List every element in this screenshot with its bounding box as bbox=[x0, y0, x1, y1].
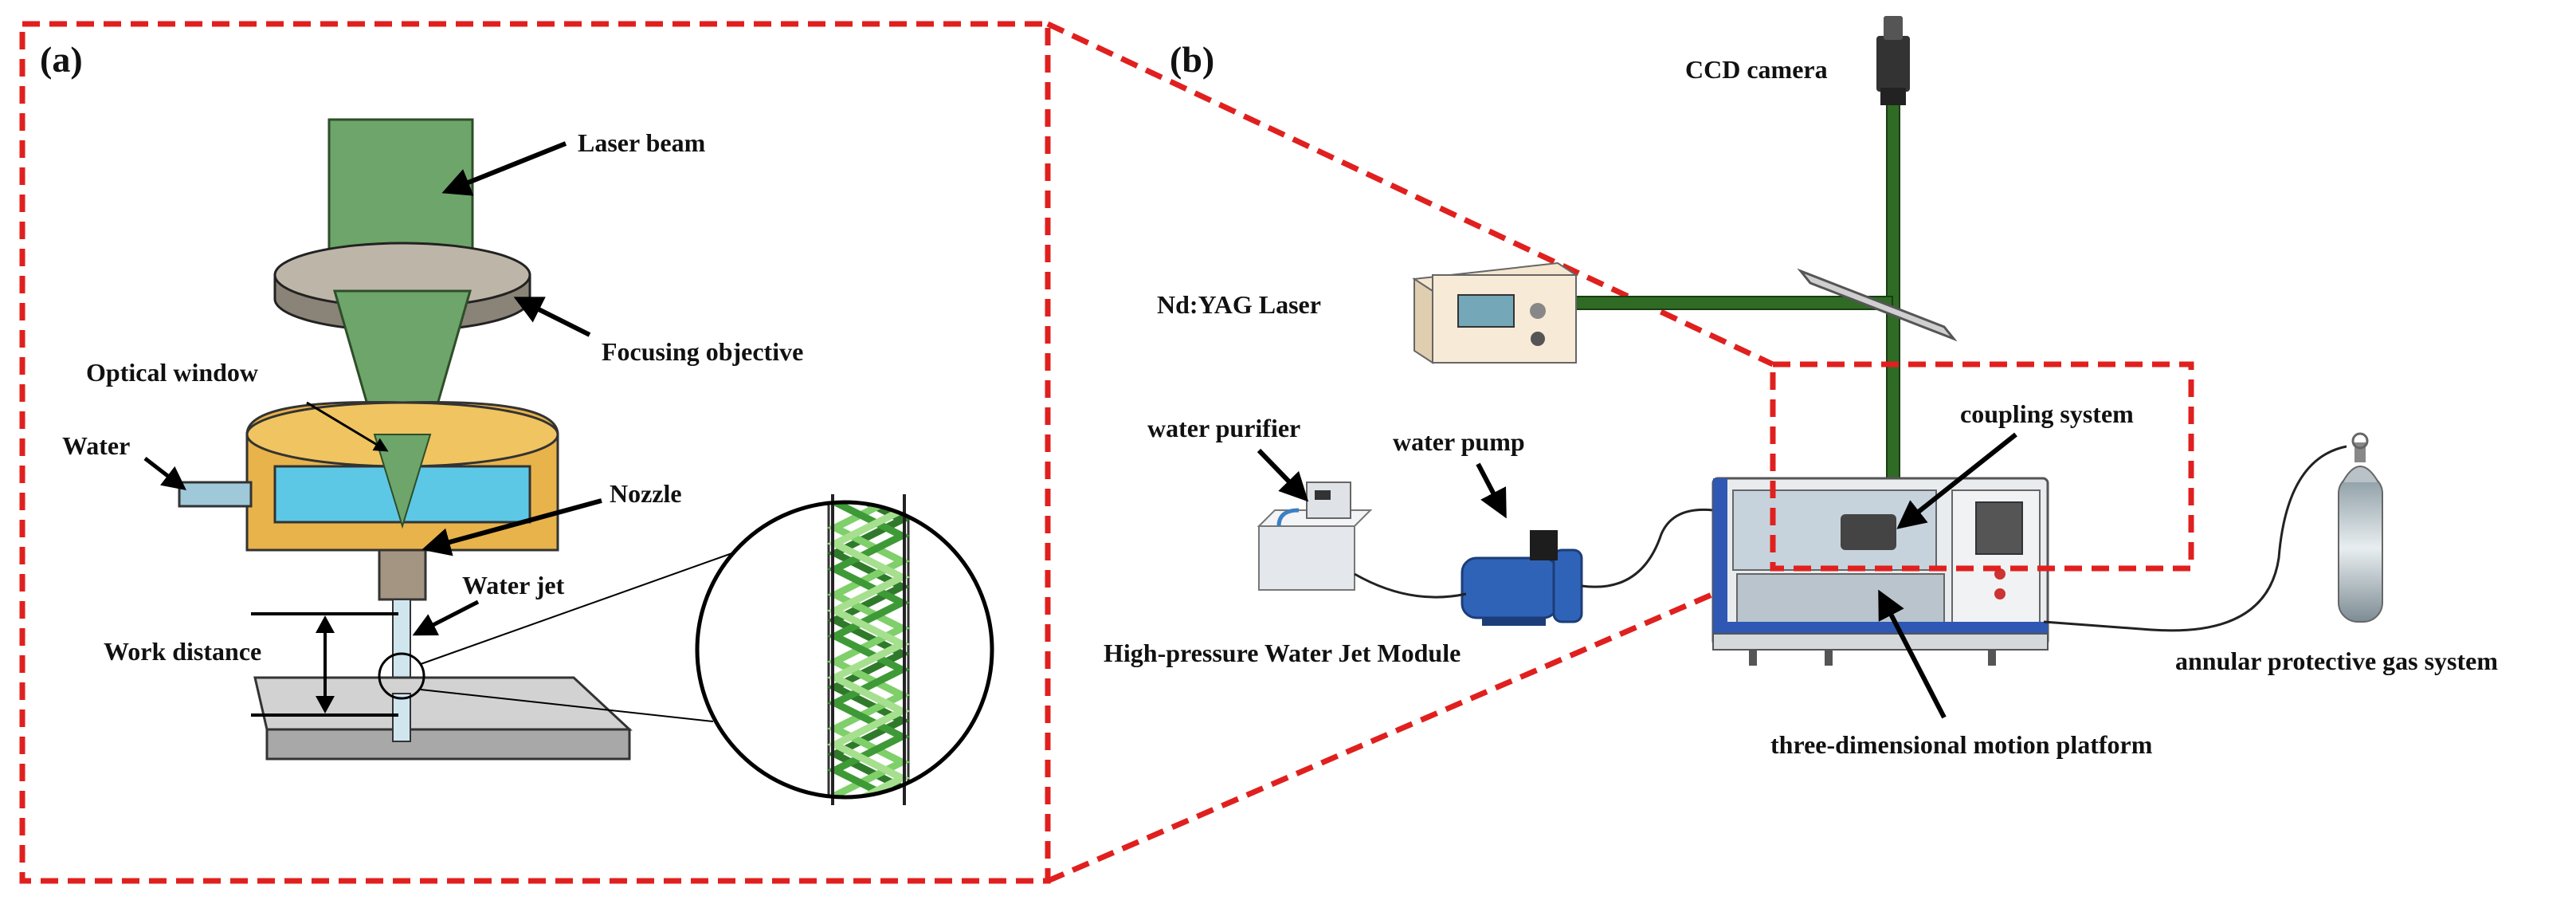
hose-purifier-to-pump bbox=[1354, 572, 1467, 599]
total-internal-reflection-rays bbox=[826, 502, 911, 797]
gas-hose bbox=[2043, 445, 2347, 632]
hose-pump-to-platform bbox=[1581, 508, 1714, 588]
arrow-motion-platform bbox=[1878, 589, 1947, 719]
arrow-water-purifier bbox=[1257, 448, 1309, 502]
gas-cylinder bbox=[2338, 432, 2383, 623]
reflection-ray bbox=[826, 502, 911, 797]
work-distance-dimension bbox=[251, 612, 398, 717]
panel-b-tag: (b) bbox=[1170, 39, 1214, 80]
label-ccd-camera: CCD camera bbox=[1685, 55, 1828, 84]
arrow-optical-window bbox=[306, 401, 389, 452]
label-water-purifier: water purifier bbox=[1147, 414, 1300, 442]
label-nd-yag-laser: Nd:YAG Laser bbox=[1157, 290, 1321, 319]
arrow-coupling-system bbox=[1896, 432, 2017, 529]
panel-a: (a) bbox=[19, 21, 1051, 884]
label-laser-beam: Laser beam bbox=[578, 128, 706, 157]
label-water-jet-module: High-pressure Water Jet Module bbox=[1104, 639, 1461, 667]
water-pump bbox=[1461, 530, 1583, 626]
horizontal-beam-path bbox=[1565, 296, 1893, 310]
panel-a-dashed-frame bbox=[19, 21, 1051, 884]
arrow-focusing-objective bbox=[513, 297, 591, 337]
water-inlet-pipe bbox=[178, 481, 253, 508]
label-water-pump: water pump bbox=[1393, 427, 1525, 456]
arrow-water bbox=[143, 457, 186, 491]
magnifier-line-upper bbox=[420, 549, 742, 665]
nozzle bbox=[378, 548, 427, 601]
arrow-nozzle bbox=[421, 498, 602, 556]
nd-yag-laser bbox=[1412, 261, 1578, 364]
panel-b: (b) CCD camera Nd:YAG Laser bbox=[1104, 16, 2498, 759]
arrow-laser-beam bbox=[441, 141, 567, 196]
label-optical-window: Optical window bbox=[86, 358, 258, 387]
zoom-connector-bottom bbox=[1046, 565, 1774, 884]
magnifier-circle bbox=[378, 652, 425, 700]
panel-a-tag: (a) bbox=[40, 39, 83, 80]
arrow-water-jet bbox=[412, 599, 480, 636]
label-water: Water bbox=[62, 431, 130, 460]
water-jet-lower bbox=[392, 693, 411, 742]
label-gas-system: annular protective gas system bbox=[2175, 647, 2498, 675]
coupling-system-dashed-box bbox=[1770, 361, 2194, 572]
reflection-ray bbox=[826, 502, 911, 797]
label-nozzle: Nozzle bbox=[610, 479, 682, 508]
vertical-beam-path bbox=[1886, 99, 1900, 483]
reflection-ray bbox=[826, 502, 911, 792]
label-water-jet: Water jet bbox=[462, 571, 565, 599]
laser-cone-in-chamber bbox=[373, 434, 432, 529]
arrow-water-pump bbox=[1476, 462, 1507, 519]
water-purifier bbox=[1257, 482, 1373, 591]
workpiece bbox=[253, 676, 633, 761]
ccd-camera bbox=[1876, 16, 1910, 105]
label-motion-platform: three-dimensional motion platform bbox=[1770, 730, 2153, 759]
beam-mirror bbox=[1797, 268, 1958, 342]
label-work-distance: Work distance bbox=[104, 637, 261, 666]
label-focusing-objective: Focusing objective bbox=[602, 337, 803, 366]
reflection-ray bbox=[826, 506, 911, 797]
zoomed-water-jet-view bbox=[695, 494, 994, 805]
motion-platform bbox=[1711, 477, 2049, 666]
magnifier-line-lower bbox=[420, 689, 714, 722]
label-coupling-system: coupling system bbox=[1960, 399, 2134, 428]
